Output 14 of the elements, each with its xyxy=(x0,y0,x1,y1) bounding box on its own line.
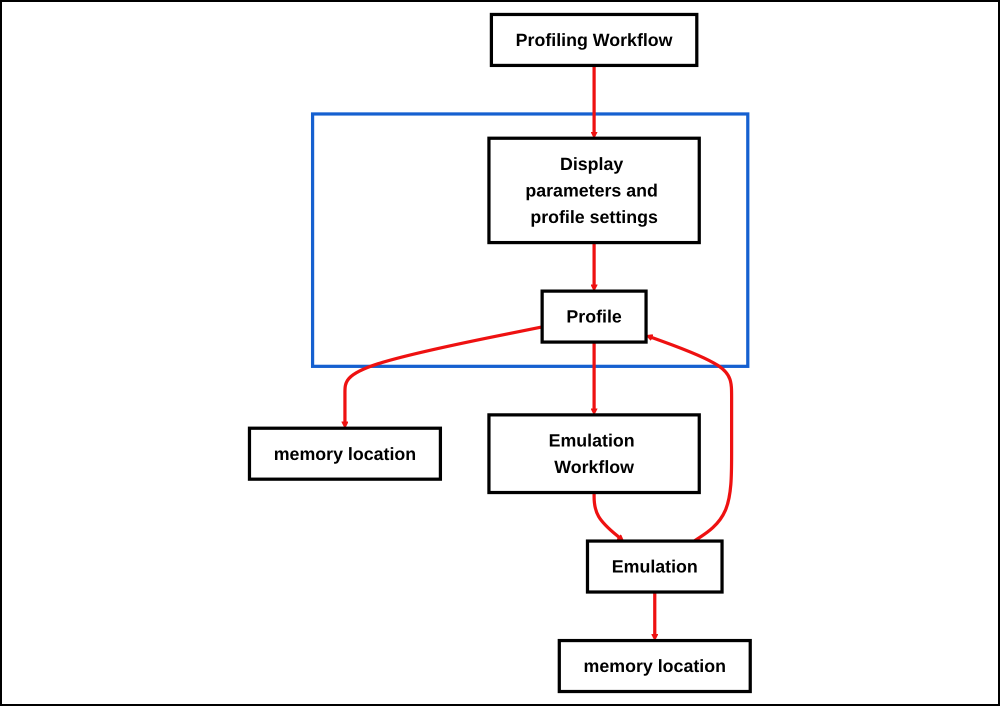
node-box: Profile xyxy=(540,290,648,344)
node-box: Display parameters and profile settings xyxy=(487,136,702,244)
node-box: Emulation xyxy=(586,539,724,594)
arrow xyxy=(590,65,598,139)
arrow xyxy=(342,325,543,429)
node-box: Profiling Workflow xyxy=(490,12,699,68)
arrow xyxy=(592,492,624,542)
node-box: Emulation Workflow xyxy=(487,413,702,494)
arrow xyxy=(590,242,598,292)
arrow xyxy=(590,342,598,416)
cluster xyxy=(311,112,750,368)
arrow xyxy=(651,592,658,641)
node-box: memory location xyxy=(558,638,752,694)
node-box: memory location xyxy=(248,426,442,481)
